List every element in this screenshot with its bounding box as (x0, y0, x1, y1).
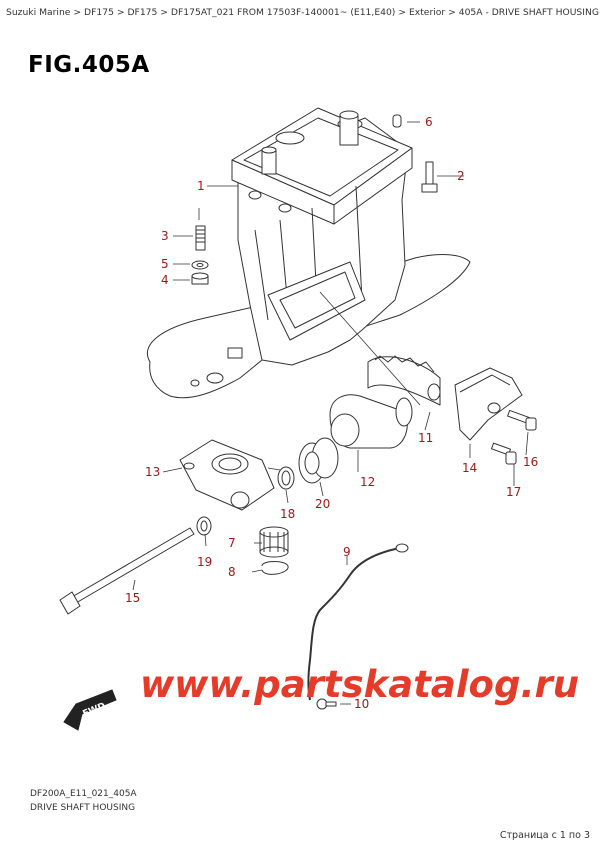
callout-16[interactable]: 16 (523, 455, 538, 469)
clip-part[interactable] (261, 561, 289, 575)
long-bolt-part[interactable] (59, 527, 195, 615)
breadcrumb-item-model[interactable]: DF175 (84, 7, 114, 18)
callout-12[interactable]: 12 (360, 475, 375, 489)
figure-title: FIG.405A (28, 52, 150, 78)
dowel-pin-part[interactable] (392, 114, 402, 128)
callout-14[interactable]: 14 (462, 461, 477, 475)
callout-11[interactable]: 11 (418, 431, 433, 445)
bolt-part-16[interactable] (507, 409, 537, 431)
breadcrumb-item-exterior[interactable]: Exterior (408, 7, 446, 18)
fwd-direction-badge: FWD (63, 689, 117, 731)
breadcrumb-separator: > (398, 7, 407, 18)
breadcrumb-separator: > (448, 7, 456, 18)
callout-5[interactable]: 5 (161, 257, 169, 271)
callout-6[interactable]: 6 (425, 115, 433, 129)
callout-15[interactable]: 15 (125, 591, 140, 605)
callout-4[interactable]: 4 (161, 273, 169, 287)
callout-13[interactable]: 13 (145, 465, 160, 479)
washer-part[interactable] (191, 260, 209, 270)
ground-wire-part[interactable] (307, 543, 409, 701)
callout-labels: 1 2 3 4 5 6 7 8 9 10 11 13 14 15 16 17 1… (125, 115, 538, 711)
callout-7[interactable]: 7 (228, 536, 236, 550)
callout-2[interactable]: 2 (457, 169, 465, 183)
watermark: www.partskatalog.ru (140, 663, 579, 706)
breadcrumb-item-suzuki-marine[interactable]: Suzuki Marine (6, 7, 71, 18)
breadcrumb: Suzuki Marine > DF175 > DF175 > DF175AT_… (6, 6, 599, 19)
sleeve-part[interactable] (329, 394, 413, 449)
breadcrumb-item-serial-range[interactable]: DF175AT_021 FROM 17503F-140001~ (E11,E40… (170, 7, 396, 18)
breadcrumb-item-submodel[interactable]: DF175 (127, 7, 158, 18)
callout-1[interactable]: 1 (197, 179, 205, 193)
callout-3[interactable]: 3 (161, 229, 169, 243)
bracket-part-11[interactable] (367, 355, 441, 406)
clamp-part[interactable] (179, 439, 275, 511)
callout-9[interactable]: 9 (343, 545, 351, 559)
washer-part-19[interactable] (196, 516, 212, 536)
callout-10[interactable]: 10 (354, 697, 369, 711)
nut-part[interactable] (191, 272, 209, 285)
bolt-part-17[interactable] (491, 442, 517, 465)
callout-18[interactable]: 18 (280, 507, 295, 521)
drive-shaft-housing-part[interactable] (147, 107, 471, 399)
leader-lines (132, 121, 529, 705)
breadcrumb-separator: > (73, 7, 82, 18)
callout-20[interactable]: 20 (315, 497, 330, 511)
bracket-part-14[interactable] (454, 367, 523, 441)
slotted-nut-part[interactable] (259, 526, 289, 558)
breadcrumb-separator: > (160, 7, 168, 18)
figure-code: DF200A_E11_021_405A (30, 789, 137, 799)
callout-17[interactable]: 17 (506, 485, 521, 499)
bolt-part-2[interactable] (421, 161, 438, 193)
breadcrumb-separator: > (116, 7, 125, 18)
callout-19[interactable]: 19 (197, 555, 212, 569)
page-counter: Страница с 1 по 3 (499, 830, 590, 841)
callout-8[interactable]: 8 (228, 565, 236, 579)
ring-part[interactable] (277, 466, 295, 490)
figure-caption: DRIVE SHAFT HOUSING (30, 803, 136, 813)
breadcrumb-item-current: 405A - DRIVE SHAFT HOUSING (458, 7, 599, 18)
bushing-part[interactable] (298, 437, 339, 484)
stud-part[interactable] (195, 225, 206, 251)
screw-part[interactable] (316, 698, 337, 710)
